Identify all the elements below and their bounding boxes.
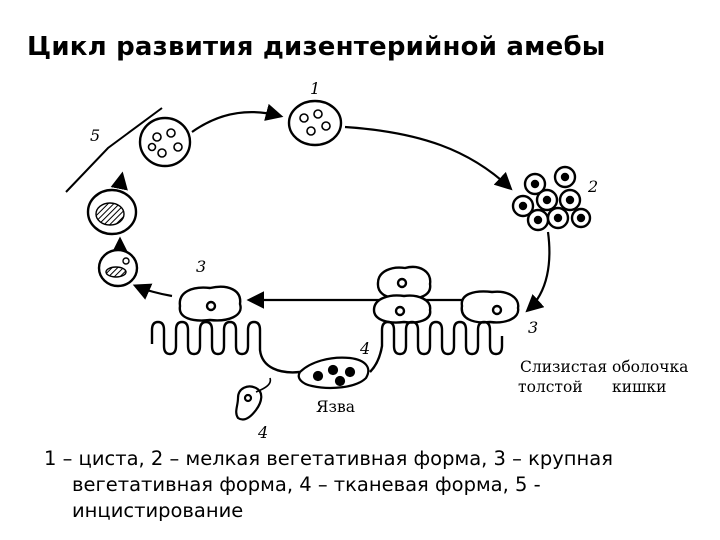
arrow-5-to-1 — [192, 112, 280, 132]
caption-legend: 1 – циста, 2 – мелкая вегетативная форма… — [44, 446, 704, 524]
label-stage-5: 5 — [90, 126, 100, 145]
caption-line-2: вегетативная форма, 4 – тканевая форма, … — [44, 472, 704, 498]
tissue-forms-ulcer — [299, 358, 369, 388]
arrow-up-to-5 — [120, 175, 122, 185]
encysting-forms — [88, 118, 190, 286]
arrow-3-to-4-cyst — [136, 286, 172, 296]
label-stage-3-right: 3 — [528, 318, 538, 337]
label-stage-4-tissue: 4 — [359, 339, 370, 358]
label-stage-3-left: 3 — [196, 257, 206, 276]
large-vegetative-forms — [180, 267, 518, 323]
arrow-1-to-2 — [345, 127, 510, 188]
small-vegetative-forms — [513, 167, 590, 230]
label-mucosa-line2a: толстой — [518, 378, 583, 396]
arrow-2-to-3 — [528, 232, 549, 310]
label-mucosa-line2b: кишки — [612, 378, 666, 396]
label-stage-4-bottom: 4 — [257, 423, 268, 442]
label-mucosa-line1: Слизистая оболочка — [520, 358, 688, 376]
caption-line-1: 1 – циста, 2 – мелкая вегетативная форма… — [44, 446, 704, 472]
caption-line-3: инцистирование — [44, 498, 704, 524]
cyst-stage-1 — [289, 101, 341, 145]
label-stage-1: 1 — [310, 79, 320, 98]
label-ulcer: Язва — [316, 398, 355, 416]
label-stage-2: 2 — [587, 177, 598, 196]
